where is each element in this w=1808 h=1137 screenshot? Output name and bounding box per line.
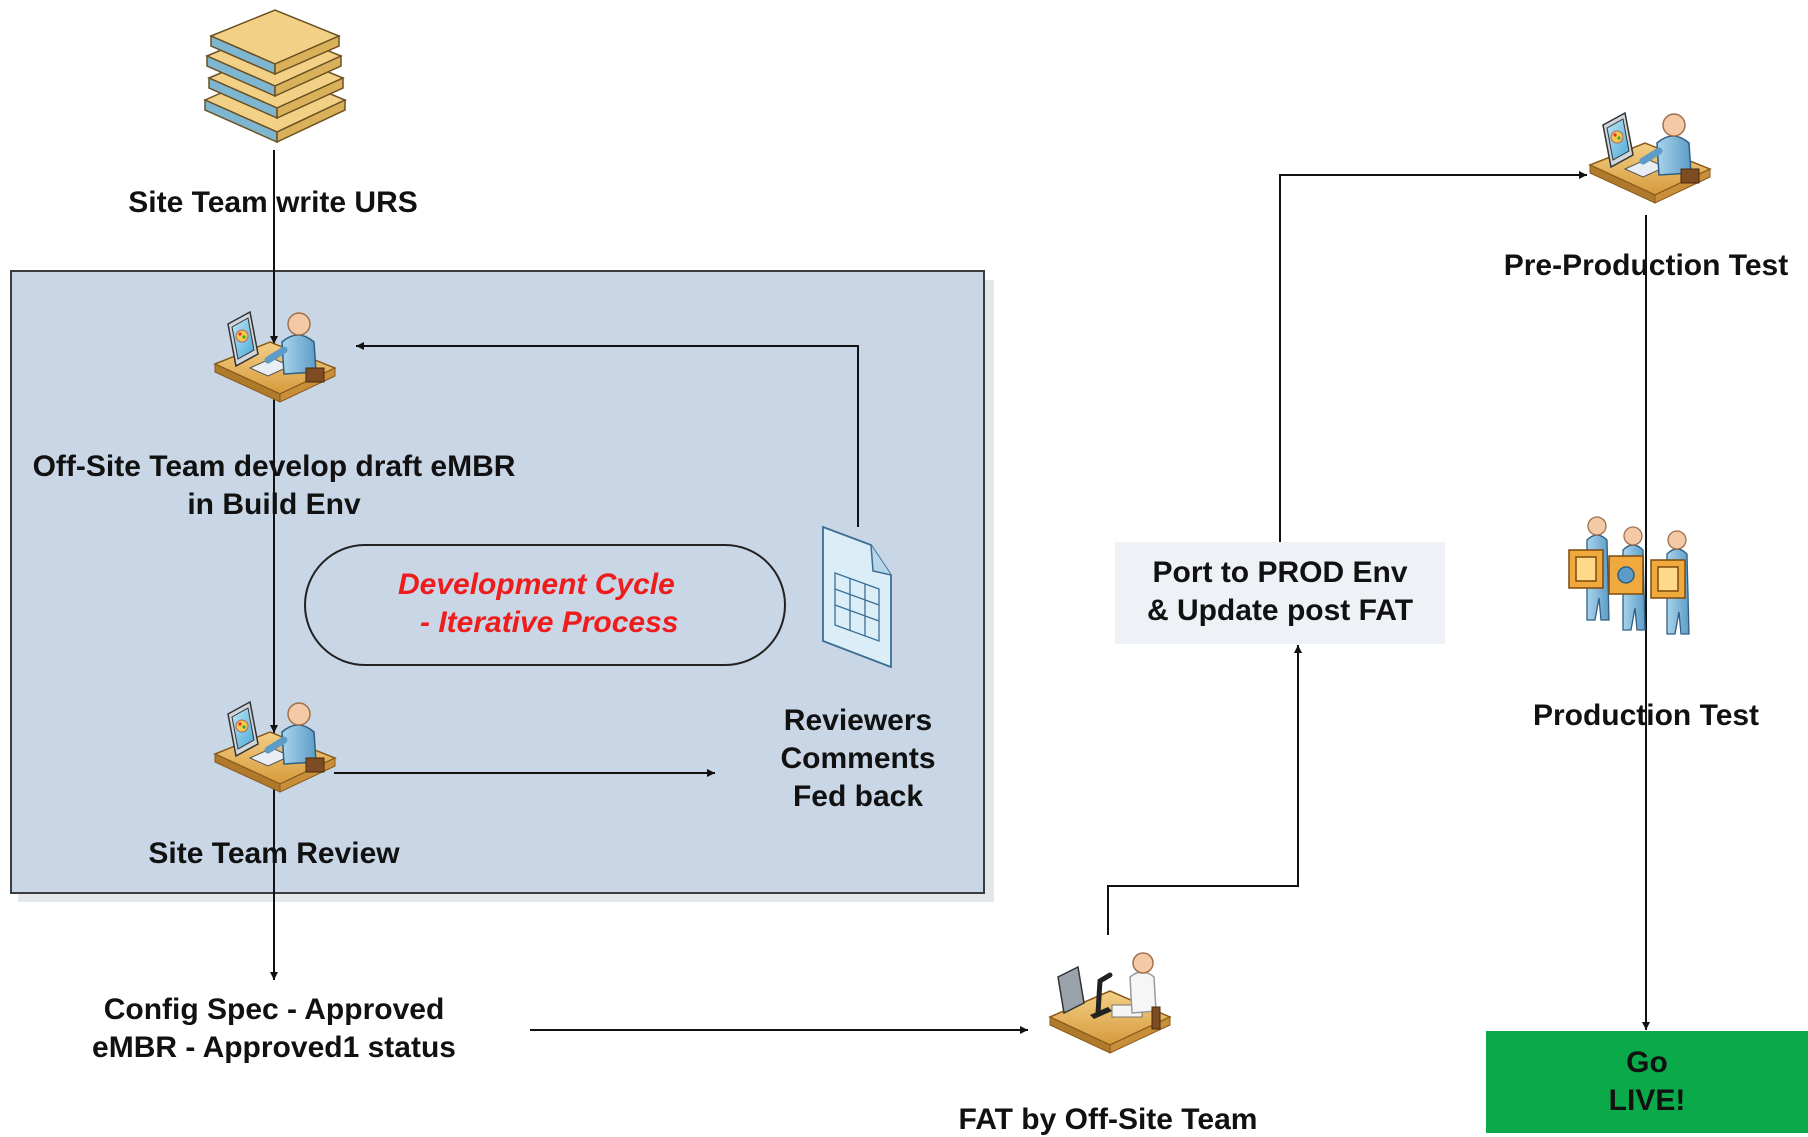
develop-label-line2: in Build Env	[187, 488, 361, 521]
reviewers-label-line2: Comments	[780, 742, 936, 775]
approved-label-line2: eMBR - Approved1 status	[92, 1031, 456, 1064]
development-cycle-pill	[304, 544, 786, 666]
port-to-preprod-arrow	[1279, 171, 1587, 543]
port-label-line1: Port to PROD Env	[1152, 556, 1408, 589]
reviewers-label-line3: Fed back	[792, 780, 924, 813]
develop-label: Off-Site Team develop draft eMBR in Buil…	[14, 448, 534, 524]
approved-label: Config Spec - Approved eMBR - Approved1 …	[64, 991, 484, 1067]
development-cycle-line1: Development Cycle	[398, 568, 675, 601]
development-panel	[10, 270, 985, 894]
fat-label: FAT by Off-Site Team	[958, 1103, 1258, 1136]
fat-to-port-arrow	[1107, 645, 1302, 935]
reviewers-label-line1: Reviewers	[783, 704, 933, 737]
person-with-microscope-icon	[1048, 952, 1172, 1054]
go-live-line2: LIVE!	[1608, 1084, 1686, 1117]
team-with-puzzle-pieces-icon	[1568, 516, 1690, 635]
development-cycle-line2: - Iterative Process	[420, 606, 679, 639]
port-box: Port to PROD Env & Update post FAT	[1115, 542, 1445, 644]
review-label: Site Team Review	[148, 837, 400, 870]
connectors	[270, 150, 1650, 1034]
reviewers-label: Reviewers Comments Fed back	[758, 702, 958, 816]
preprod-label: Pre-Production Test	[1503, 249, 1789, 282]
approved-label-line1: Config Spec - Approved	[103, 993, 445, 1026]
reviewers-to-develop-arrow	[356, 342, 859, 527]
books-stack-icon	[203, 9, 347, 144]
urs-label: Site Team write URS	[128, 186, 418, 219]
go-live-line1: Go	[1626, 1046, 1668, 1079]
development-cycle-label: Development Cycle - Iterative Process	[398, 566, 678, 642]
go-live-box: Go LIVE!	[1486, 1031, 1808, 1133]
port-label-line2: & Update post FAT	[1146, 594, 1414, 627]
develop-label-line1: Off-Site Team develop draft eMBR	[32, 450, 516, 483]
preprod-person-at-computer-icon	[1590, 113, 1710, 203]
prod-label: Production Test	[1532, 699, 1760, 732]
spreadsheet-document-icon	[822, 525, 892, 669]
